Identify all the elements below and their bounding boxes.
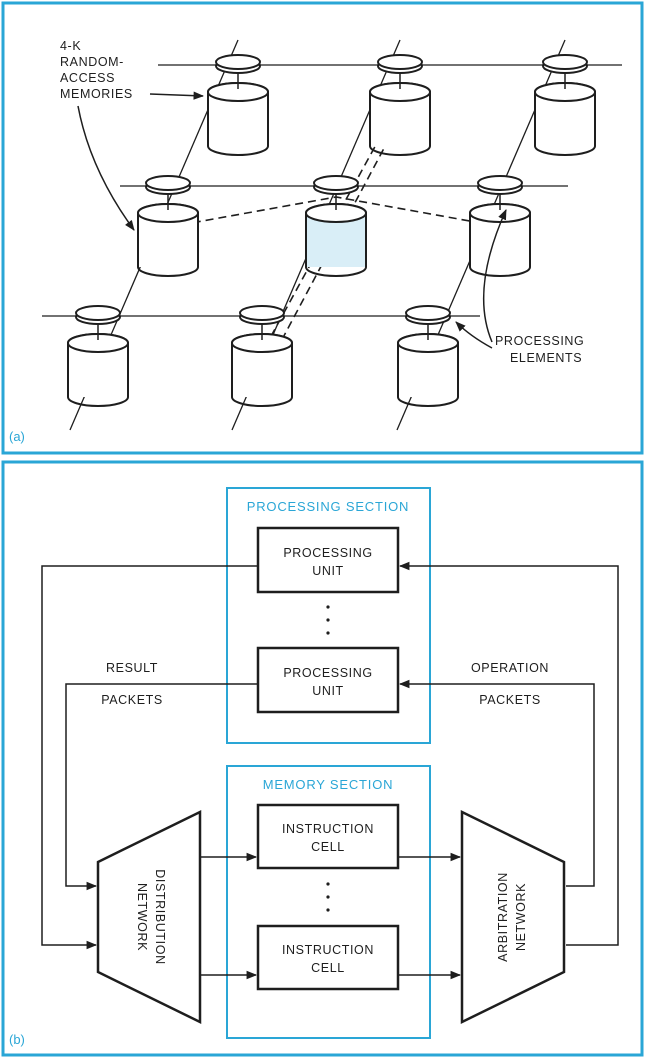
processing-unit-box: PROCESSING UNIT <box>256 526 400 594</box>
svg-text:NETWORK: NETWORK <box>514 883 528 951</box>
memories-label: 4-K RANDOM- ACCESS MEMORIES <box>60 39 133 101</box>
pe-memory-unit <box>207 54 269 156</box>
svg-text:INSTRUCTION: INSTRUCTION <box>282 822 374 836</box>
processing-elements-arrow <box>455 321 493 349</box>
arbitration-network: ARBITRATION NETWORK <box>460 809 566 1025</box>
ellipsis-dots <box>326 882 330 912</box>
processing-section-title: PROCESSING SECTION <box>247 499 409 514</box>
instruction-cell-box: INSTRUCTION CELL <box>256 924 400 991</box>
svg-text:ELEMENTS: ELEMENTS <box>510 351 582 365</box>
distribution-network: DISTRIBUTION NETWORK <box>96 809 202 1025</box>
panel-a-tag: (a) <box>9 429 25 444</box>
flow-arrows <box>41 561 619 980</box>
svg-text:MEMORIES: MEMORIES <box>60 87 133 101</box>
panel-b-tag: (b) <box>9 1032 25 1047</box>
instruction-cell-box: INSTRUCTION CELL <box>256 803 400 870</box>
svg-text:4-K: 4-K <box>60 39 81 53</box>
pe-memory-unit <box>137 175 199 277</box>
pe-memory-unit <box>369 54 431 156</box>
svg-text:PACKETS: PACKETS <box>479 693 541 707</box>
svg-text:ARBITRATION: ARBITRATION <box>496 872 510 962</box>
svg-text:UNIT: UNIT <box>312 684 344 698</box>
result-packets-label: RESULT PACKETS <box>101 661 163 707</box>
processing-unit-box: PROCESSING UNIT <box>256 646 400 714</box>
panel-b-frame <box>1 460 644 1057</box>
svg-text:CELL: CELL <box>311 840 345 854</box>
svg-text:ACCESS: ACCESS <box>60 71 115 85</box>
pe-memory-unit <box>67 305 129 407</box>
memories-arrow <box>77 105 135 231</box>
memories-arrow <box>149 91 205 100</box>
processing-section-frame <box>226 487 431 744</box>
pe-memory-unit-highlighted <box>305 175 367 277</box>
svg-text:DISTRIBUTION: DISTRIBUTION <box>153 869 167 964</box>
svg-text:NETWORK: NETWORK <box>135 883 149 951</box>
panel-a-frame <box>1 1 644 455</box>
processing-elements-label: PROCESSING ELEMENTS <box>495 334 584 365</box>
ellipsis-dots <box>326 605 330 635</box>
pe-memory-unit <box>397 305 459 407</box>
svg-text:RANDOM-: RANDOM- <box>60 55 124 69</box>
svg-text:PACKETS: PACKETS <box>101 693 163 707</box>
pe-memory-unit <box>231 305 293 407</box>
svg-text:RESULT: RESULT <box>106 661 158 675</box>
memory-section-title: MEMORY SECTION <box>263 777 394 792</box>
svg-text:PROCESSING: PROCESSING <box>495 334 584 348</box>
svg-text:INSTRUCTION: INSTRUCTION <box>282 943 374 957</box>
memory-section-frame <box>226 765 431 1039</box>
pe-memory-unit <box>534 54 596 156</box>
svg-text:PROCESSING: PROCESSING <box>283 546 372 560</box>
processing-elements-arrow <box>482 209 507 343</box>
svg-text:OPERATION: OPERATION <box>471 661 549 675</box>
svg-text:UNIT: UNIT <box>312 564 344 578</box>
svg-text:PROCESSING: PROCESSING <box>283 666 372 680</box>
svg-text:CELL: CELL <box>311 961 345 975</box>
operation-packets-label: OPERATION PACKETS <box>471 661 549 707</box>
